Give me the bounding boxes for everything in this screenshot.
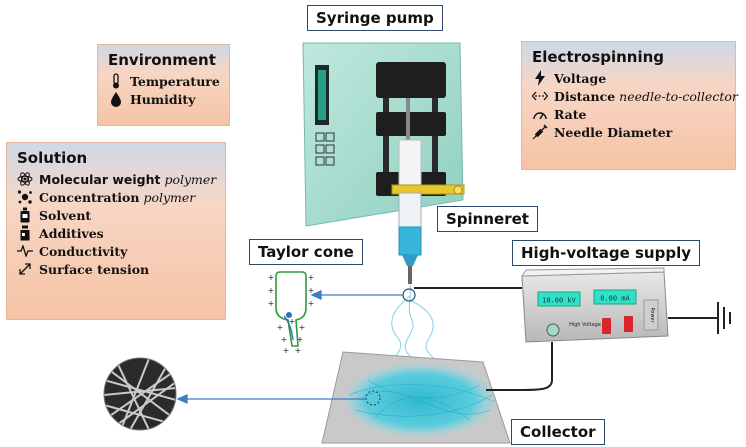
- svg-text:+: +: [297, 335, 304, 344]
- svg-text:+: +: [268, 299, 275, 308]
- solution-item-label: Concentration: [39, 189, 140, 205]
- taylor-cone-label: Taylor cone: [249, 239, 363, 265]
- svg-text:+: +: [283, 346, 290, 355]
- svg-text:+: +: [295, 346, 302, 355]
- supply-button-label: High Voltage: [569, 322, 601, 328]
- electrospinning-item: Voltage: [532, 70, 735, 86]
- solution-item-label: Additives: [39, 225, 104, 241]
- taylor-cone-illustration: ++ ++ ++ ++ ++ ++ +: [268, 271, 315, 355]
- electrospinning-item-label: Voltage: [554, 70, 607, 86]
- collector-label: Collector: [511, 419, 605, 445]
- environment-item: Temperature: [108, 73, 229, 89]
- syringe-pump-label: Syringe pump: [307, 5, 443, 31]
- solution-item-qualifier: polymer: [164, 171, 217, 187]
- high-voltage-supply-label: High-voltage supply: [512, 240, 700, 266]
- sem-fiber-image: [103, 357, 177, 431]
- svg-text:+: +: [308, 273, 315, 282]
- electrospinning-item: Needle Diameter: [532, 124, 735, 140]
- environment-title: Environment: [108, 51, 216, 69]
- solution-item-label: Surface tension: [39, 261, 150, 277]
- magnified-region: [365, 390, 381, 406]
- solution-item: Conductivity: [17, 243, 225, 259]
- electrospinning-item: Distance needle-to-collector: [532, 88, 738, 104]
- solution-item-qualifier: polymer: [143, 189, 196, 205]
- atom-icon: [17, 171, 33, 187]
- svg-text:+: +: [277, 323, 284, 332]
- syringe: [391, 139, 465, 284]
- spinneret-label: Spinneret: [437, 206, 538, 232]
- solution-item-label: Solvent: [39, 207, 92, 223]
- droplet-icon: [108, 91, 124, 107]
- ground-icon: [717, 302, 731, 334]
- svg-text:+: +: [299, 323, 306, 332]
- solution-title: Solution: [17, 149, 88, 167]
- electrospinning-item-qualifier: needle-to-collector: [619, 88, 738, 104]
- solution-item: Solvent: [17, 207, 225, 223]
- electrospinning-item-label: Rate: [554, 106, 587, 122]
- magnification-arrows: [176, 289, 403, 405]
- svg-text:+: +: [268, 273, 275, 282]
- electrospinning-item: Rate: [532, 106, 735, 122]
- wires: [414, 287, 718, 391]
- syringe-pump: [302, 42, 464, 227]
- electrospinning-item-label: Needle Diameter: [554, 124, 673, 140]
- collector-plate: [321, 351, 511, 444]
- svg-text:+: +: [308, 286, 315, 295]
- particles-icon: [17, 189, 33, 205]
- svg-text:+: +: [289, 317, 296, 326]
- lightning-icon: [532, 70, 548, 86]
- solution-panel: Solution Molecular weight polymer Concen…: [6, 142, 226, 320]
- solution-item: Surface tension: [17, 261, 225, 277]
- pulse-icon: [17, 243, 33, 259]
- svg-text:+: +: [308, 299, 315, 308]
- jar-icon: [17, 225, 33, 241]
- solution-item-label: Molecular weight: [39, 171, 161, 187]
- pump-buttons: [315, 132, 335, 166]
- distance-arrows-icon: [532, 88, 548, 104]
- diagonal-arrow-icon: [17, 261, 33, 277]
- environment-item: Humidity: [108, 91, 229, 107]
- electrospinning-title: Electrospinning: [532, 48, 665, 66]
- bottle-icon: [17, 207, 33, 223]
- high-voltage-supply: [521, 267, 669, 343]
- thermometer-icon: [108, 73, 124, 89]
- gauge-icon: [532, 106, 548, 122]
- electrospinning-panel: Electrospinning Voltage Distance needle-…: [521, 41, 738, 170]
- solution-item-label: Conductivity: [39, 243, 128, 259]
- electrospinning-item-label: Distance: [554, 88, 616, 104]
- supply-left-readout: 10.00 kV: [542, 297, 577, 305]
- solution-item: Additives: [17, 225, 225, 241]
- environment-item-label: Temperature: [130, 73, 220, 89]
- supply-right-readout: 0.00 mA: [600, 295, 630, 303]
- solution-item: Molecular weight polymer: [17, 171, 225, 187]
- environment-panel: Environment Temperature Humidity: [97, 44, 230, 126]
- solution-item: Concentration polymer: [17, 189, 225, 205]
- svg-text:+: +: [281, 335, 288, 344]
- svg-text:+: +: [268, 286, 275, 295]
- supply-side-label: Power: [649, 307, 655, 323]
- environment-item-label: Humidity: [130, 91, 196, 107]
- syringe-icon: [532, 124, 548, 140]
